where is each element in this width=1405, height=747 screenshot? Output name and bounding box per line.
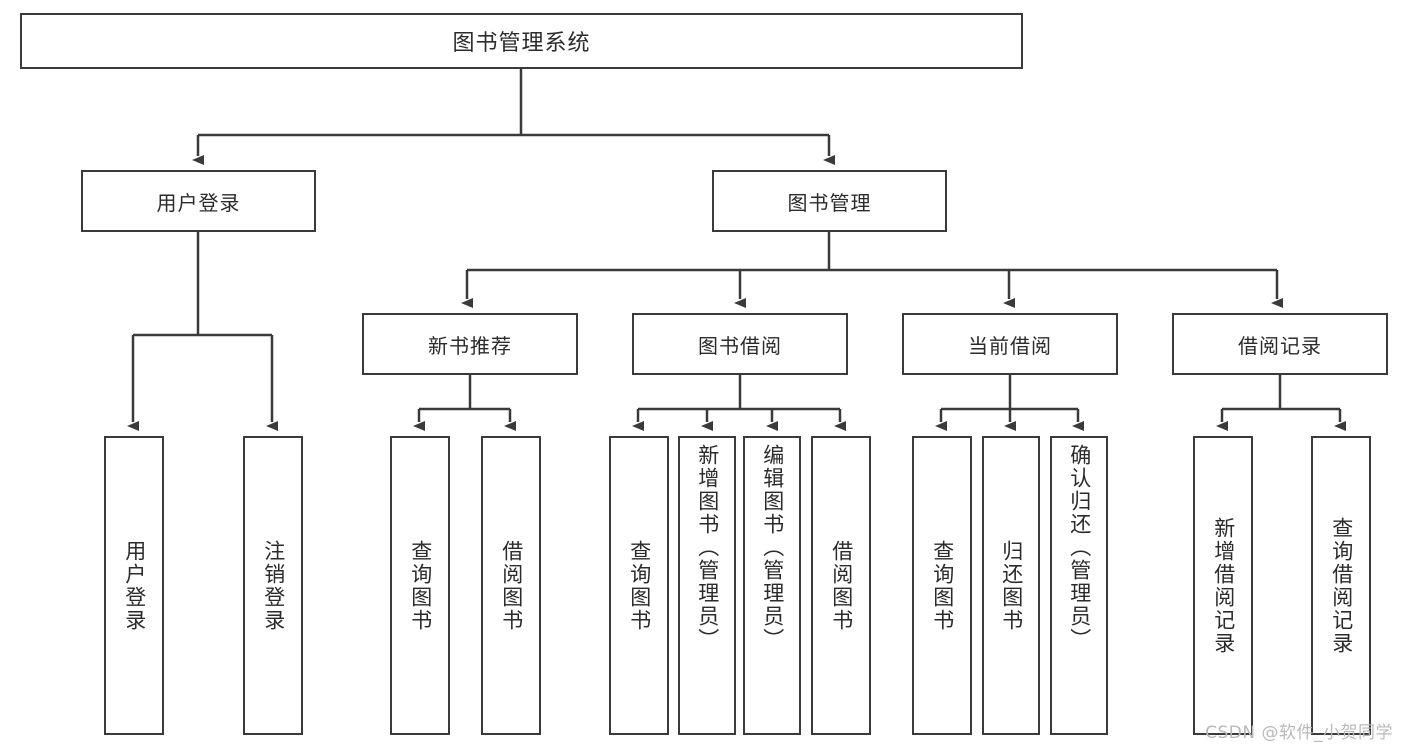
leaf-borrow-book-1-wrap: 借阅图书	[483, 438, 539, 733]
node-leaf-query-book-1[interactable]: 查询图书	[390, 436, 450, 735]
leaf-query-record-wrap: 查询借阅记录	[1313, 438, 1369, 733]
node-leaf-borrow-book-2[interactable]: 借阅图书	[811, 436, 871, 735]
node-leaf-add-book-label: 新增图书（管理员）	[695, 444, 720, 651]
leaf-query-book-3-wrap: 查询图书	[914, 438, 970, 733]
node-leaf-confirm-return[interactable]: 确认归还（管理员）	[1050, 436, 1108, 735]
node-new-book-recommend-label: 新书推荐	[428, 333, 512, 358]
leaf-borrow-book-2-wrap: 借阅图书	[813, 438, 869, 733]
node-leaf-confirm-return-label: 确认归还（管理员）	[1067, 444, 1092, 651]
node-leaf-add-record-label: 新增借阅记录	[1211, 516, 1236, 655]
leaf-add-record-wrap: 新增借阅记录	[1195, 438, 1251, 733]
node-book-borrow-label: 图书借阅	[698, 333, 782, 358]
node-leaf-edit-book[interactable]: 编辑图书（管理员）	[743, 436, 801, 735]
node-leaf-user-login[interactable]: 用户登录	[104, 436, 164, 735]
node-leaf-return-book-label: 归还图书	[999, 539, 1024, 632]
node-leaf-query-record-label: 查询借阅记录	[1329, 516, 1354, 655]
csdn-watermark: CSDN @软件_小贺同学	[1205, 723, 1393, 743]
leaf-add-book-wrap: 新增图书（管理员）	[680, 438, 734, 733]
node-leaf-user-logout[interactable]: 注销登录	[243, 436, 303, 735]
node-leaf-add-record[interactable]: 新增借阅记录	[1193, 436, 1253, 735]
node-leaf-borrow-book-2-label: 借阅图书	[829, 539, 854, 632]
node-leaf-user-logout-label: 注销登录	[261, 539, 286, 632]
node-book-borrow[interactable]: 图书借阅	[632, 313, 848, 375]
node-leaf-borrow-book-1-label: 借阅图书	[499, 539, 524, 632]
leaf-confirm-return-wrap: 确认归还（管理员）	[1052, 438, 1106, 733]
node-user-login[interactable]: 用户登录	[81, 170, 316, 232]
node-root[interactable]: 图书管理系统	[20, 13, 1023, 69]
node-current-borrow[interactable]: 当前借阅	[902, 313, 1118, 375]
node-leaf-query-book-2-label: 查询图书	[627, 539, 652, 632]
node-leaf-query-book-3-label: 查询图书	[930, 539, 955, 632]
leaf-user-logout-wrap: 注销登录	[245, 438, 301, 733]
leaf-query-book-1-wrap: 查询图书	[392, 438, 448, 733]
node-leaf-edit-book-label: 编辑图书（管理员）	[760, 444, 785, 651]
node-user-login-label: 用户登录	[156, 190, 241, 215]
leaf-return-book-wrap: 归还图书	[984, 438, 1038, 733]
node-borrow-record[interactable]: 借阅记录	[1172, 313, 1388, 375]
node-leaf-add-book[interactable]: 新增图书（管理员）	[678, 436, 736, 735]
node-leaf-return-book[interactable]: 归还图书	[982, 436, 1040, 735]
node-new-book-recommend[interactable]: 新书推荐	[362, 313, 578, 375]
node-leaf-query-record[interactable]: 查询借阅记录	[1311, 436, 1371, 735]
leaf-query-book-2-wrap: 查询图书	[611, 438, 667, 733]
node-book-manage[interactable]: 图书管理	[712, 170, 947, 232]
node-root-label: 图书管理系统	[452, 31, 591, 56]
node-leaf-query-book-3[interactable]: 查询图书	[912, 436, 972, 735]
leaf-edit-book-wrap: 编辑图书（管理员）	[745, 438, 799, 733]
node-leaf-user-login-label: 用户登录	[122, 539, 147, 632]
node-leaf-borrow-book-1[interactable]: 借阅图书	[481, 436, 541, 735]
node-current-borrow-label: 当前借阅	[968, 333, 1052, 358]
leaf-user-login-wrap: 用户登录	[106, 438, 162, 733]
node-borrow-record-label: 借阅记录	[1238, 333, 1322, 358]
node-book-manage-label: 图书管理	[787, 190, 872, 215]
node-leaf-query-book-1-label: 查询图书	[408, 539, 433, 632]
node-leaf-query-book-2[interactable]: 查询图书	[609, 436, 669, 735]
